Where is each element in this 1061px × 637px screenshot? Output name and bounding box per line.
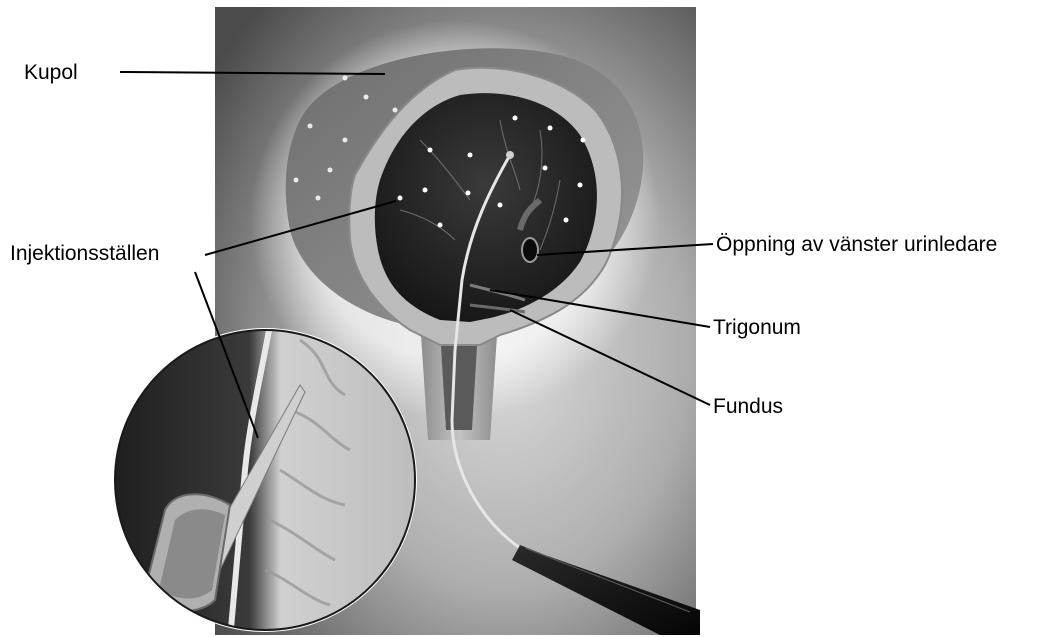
label-oppning-vanster-urinledare: Öppning av vänster urinledare: [716, 234, 997, 255]
label-trigonum: Trigonum: [713, 317, 801, 338]
label-kupol: Kupol: [24, 62, 78, 83]
ureter-opening: [522, 238, 538, 262]
label-fundus: Fundus: [713, 396, 783, 417]
label-injektionsstallen: Injektionsställen: [10, 243, 159, 264]
